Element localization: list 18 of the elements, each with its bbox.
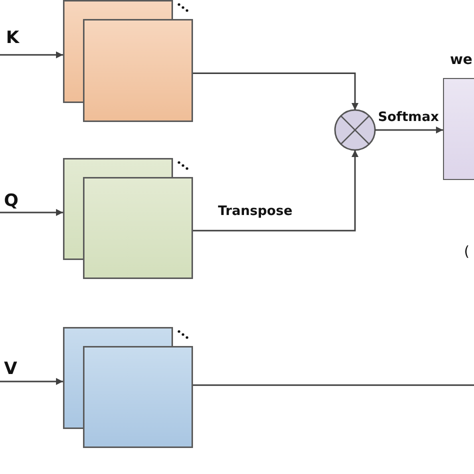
text-fragment: ( (464, 244, 470, 260)
feature-map-stack (63, 158, 193, 279)
edge-label: K (6, 28, 20, 48)
arrow (0, 51, 63, 58)
weight-box (443, 78, 474, 180)
arrow (193, 150, 358, 232)
arrow (0, 208, 63, 216)
arrow (375, 126, 443, 134)
edge-label: Transpose (218, 204, 292, 219)
feature-map-stack (63, 327, 193, 448)
box-heading: we (450, 52, 472, 68)
feature-map-stack (63, 0, 193, 122)
arrow (0, 378, 63, 385)
multiply-circle (334, 109, 376, 151)
edge-label: Softmax (378, 110, 439, 125)
arrow (193, 72, 358, 110)
edge-label: V (4, 359, 18, 379)
edge-label: Q (4, 191, 18, 211)
